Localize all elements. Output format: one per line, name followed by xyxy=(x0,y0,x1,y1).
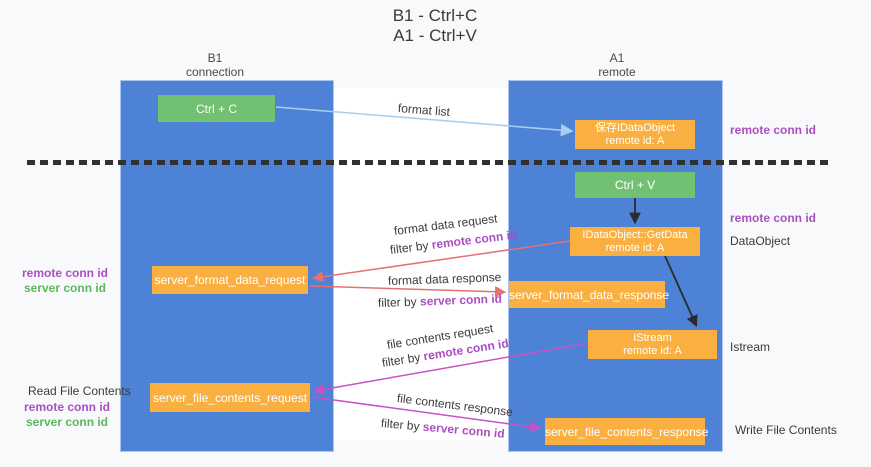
title-line-2: A1 - Ctrl+V xyxy=(393,26,477,45)
arrow-format-data-response xyxy=(309,285,507,298)
arrow-format-list xyxy=(275,106,574,137)
node-server-file-contents-request-label: server_file_contents_request xyxy=(152,390,308,405)
node-ctrl-c-label: Ctrl + C xyxy=(195,101,237,116)
node-istream-line2: remote id: A xyxy=(623,344,682,357)
annotation-dataobject: DataObject xyxy=(730,234,791,248)
annotation-remote-conn-id-mid-right: remote conn id xyxy=(730,211,817,225)
node-server-format-data-request: server_format_data_request xyxy=(152,266,308,294)
node-server-format-data-response: server_format_data_response xyxy=(509,281,670,308)
diagram-title: B1 - Ctrl+C A1 - Ctrl+V xyxy=(330,6,540,46)
annotation-read-file-contents: Read File Contents xyxy=(28,384,131,398)
annotation-remote-conn-id-bottom-left: remote conn id xyxy=(23,400,110,414)
annotation-remote-conn-id-top-right: remote conn id xyxy=(730,123,817,137)
node-ctrl-c: Ctrl + C xyxy=(158,95,275,122)
node-save-idataobject-line2: remote id: A xyxy=(605,134,665,147)
arrow-format-data-request xyxy=(311,240,571,283)
machine-boundary-dashed-line xyxy=(27,160,833,165)
node-server-format-data-response-label: server_format_data_response xyxy=(509,287,670,302)
lifeline-a1-sub: remote xyxy=(598,65,636,79)
lifeline-header-a1: A1 remote xyxy=(547,51,687,79)
annotation-conn-ids-bottom-left: remote conn id server conn id xyxy=(17,400,117,430)
node-idataobject-getdata-line2: remote id: A xyxy=(605,241,665,254)
arrow-getdata-to-istream xyxy=(664,255,698,328)
node-istream: IStream remote id: A xyxy=(588,330,717,359)
node-idataobject-getdata: IDataObject::GetData remote id: A xyxy=(570,227,700,256)
node-save-idataobject: 保存IDataObject remote id: A xyxy=(575,120,695,149)
lifeline-header-b1: B1 connection xyxy=(145,51,285,79)
node-idataobject-getdata-line1: IDataObject::GetData xyxy=(582,228,688,241)
annotation-write-file-contents: Write File Contents xyxy=(735,423,837,437)
annotation-server-conn-id-bottom-left: server conn id xyxy=(25,415,109,429)
node-server-file-contents-response: server_file_contents_response xyxy=(545,418,709,445)
node-server-format-data-request-label: server_format_data_request xyxy=(154,273,306,287)
node-istream-line1: IStream xyxy=(633,331,672,344)
message-lane xyxy=(334,88,508,440)
node-ctrl-v-label: Ctrl + V xyxy=(614,178,656,192)
title-line-1: B1 - Ctrl+C xyxy=(392,6,478,25)
node-save-idataobject-line1: 保存IDataObject xyxy=(594,121,676,134)
filter-key-server-1: server conn id xyxy=(419,291,503,309)
annotation-remote-conn-id-mid-left: remote conn id xyxy=(21,266,108,280)
lifeline-b1-sub: connection xyxy=(185,65,245,79)
node-server-file-contents-response-label: server_file_contents_response xyxy=(545,424,709,439)
lifeline-a1-name: A1 xyxy=(609,51,625,65)
annotation-conn-ids-mid-left: remote conn id server conn id xyxy=(13,266,117,296)
lifeline-b1-name: B1 xyxy=(207,51,223,65)
annotation-istream: Istream xyxy=(730,340,771,354)
node-ctrl-v: Ctrl + V xyxy=(575,172,695,198)
node-server-file-contents-request: server_file_contents_request xyxy=(150,383,310,412)
filter-prefix-2: filter by xyxy=(377,294,417,310)
arrow-file-contents-response xyxy=(311,396,542,433)
arrow-file-contents-request xyxy=(312,342,589,395)
annotation-server-conn-id-mid-left: server conn id xyxy=(23,281,107,295)
